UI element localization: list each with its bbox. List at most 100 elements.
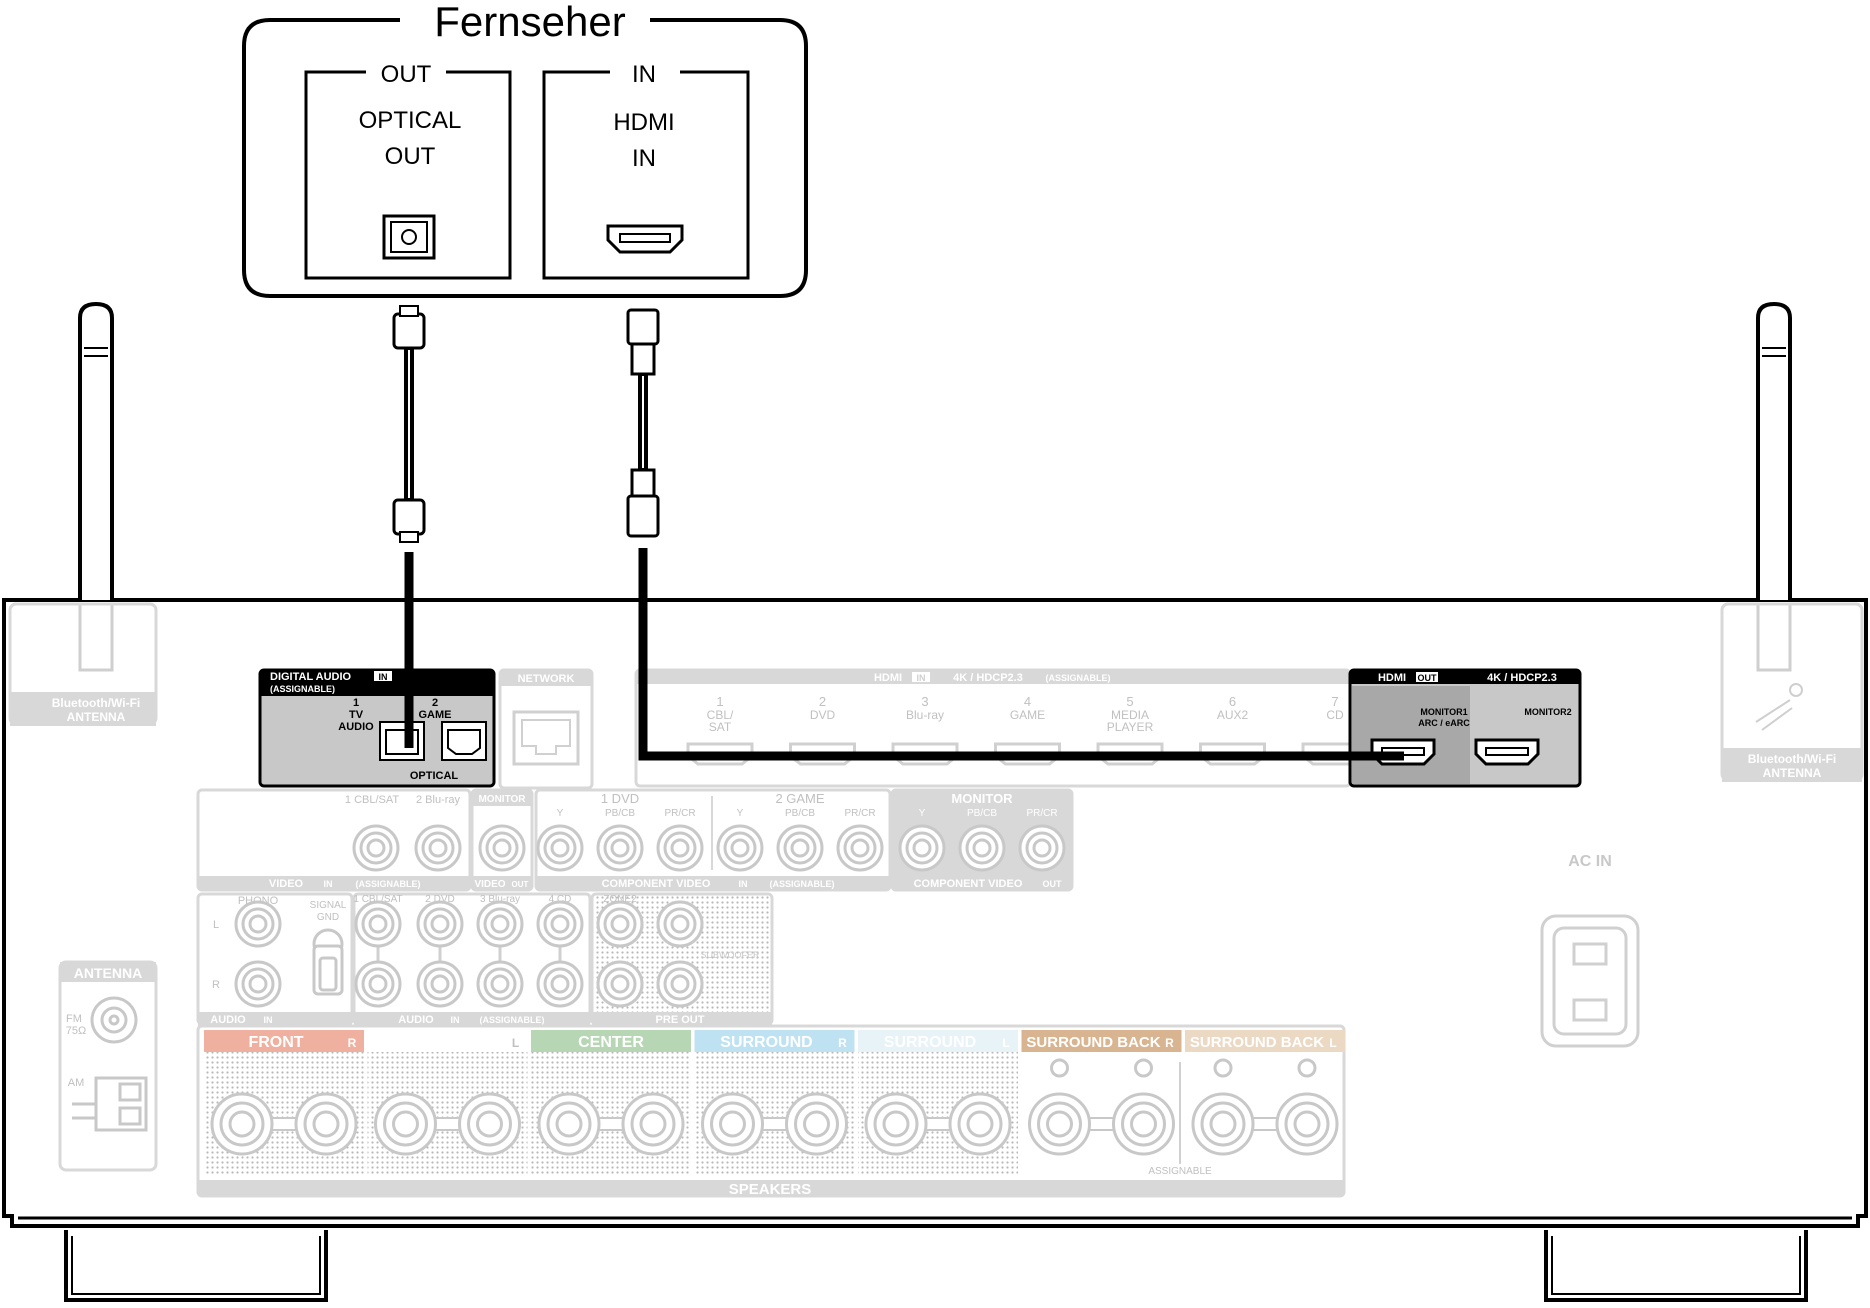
component-in-jack[interactable] (536, 824, 584, 872)
speaker-group-6-name: SURROUND BACK (1026, 1034, 1160, 1051)
optical-in-1-tv-audio-port[interactable] (379, 721, 425, 761)
audio-in-2-label: 2 DVD (425, 894, 454, 905)
am-antenna-terminal[interactable] (72, 1076, 148, 1132)
component-in-channel-label: PR/CR (664, 808, 695, 819)
speaker-4-plus-terminal[interactable] (701, 1092, 764, 1156)
speaker-2-minus-terminal[interactable] (458, 1092, 521, 1156)
component-in-channel-label: PR/CR (844, 808, 875, 819)
component-group-2: 2 GAME (775, 791, 824, 806)
antenna-right-label-2: ANTENNA (1763, 766, 1822, 780)
optical-footer: OPTICAL (410, 770, 459, 782)
speaker-group-5-name: SURROUND (884, 1034, 976, 1051)
speaker-3-minus-terminal[interactable] (621, 1092, 685, 1156)
component-out-jack[interactable] (898, 824, 946, 872)
audio-in-1-r-jack[interactable] (354, 960, 402, 1008)
audio-in-1-l-jack[interactable] (354, 900, 402, 948)
phono-footer: AUDIO (210, 1014, 246, 1026)
antenna-right: Bluetooth/Wi-Fi ANTENNA (1720, 301, 1864, 782)
video-in-2-jack[interactable] (414, 824, 462, 872)
zone2-l-jack[interactable] (596, 900, 644, 948)
antenna-terminal-block: ANTENNA FM 75Ω AM (58, 960, 158, 1172)
hdmi-out-spec: 4K / HDCP2.3 (1487, 672, 1557, 684)
optical-2-name: GAME (419, 709, 452, 721)
speaker-1-plus-terminal[interactable] (210, 1092, 274, 1156)
component-in-channel-label: PB/CB (785, 808, 815, 819)
tv-optical-out-port[interactable] (382, 214, 436, 260)
subwoofer-label: SUBWOOFER (700, 950, 760, 960)
speaker-6-minus-terminal[interactable] (1112, 1092, 1175, 1156)
optical-1-num: 1 (353, 697, 359, 709)
zone2-label: ZONE2 (603, 894, 637, 905)
audio-in-3-l-jack[interactable] (476, 900, 524, 948)
speaker-4-minus-terminal[interactable] (785, 1092, 848, 1156)
component-out-title: MONITOR (951, 791, 1013, 806)
digital-audio-title: DIGITAL AUDIO (270, 671, 352, 683)
speaker-group-1-side: R (348, 1036, 357, 1050)
hdmi-in-7-num: 7 (1331, 694, 1338, 709)
monitor1-label-1: MONITOR1 (1420, 707, 1467, 717)
hdmi-in-7-name: CD (1326, 708, 1344, 722)
audio-in-2-l-jack[interactable] (416, 900, 464, 948)
plus-icon (1050, 1058, 1069, 1078)
antenna-left: Bluetooth/Wi-Fi ANTENNA (8, 301, 158, 726)
ac-in-socket[interactable] (1540, 914, 1640, 1048)
speaker-5-minus-terminal[interactable] (948, 1092, 1012, 1156)
speaker-group-7-name: SURROUND BACK (1190, 1034, 1324, 1051)
network-panel: NETWORK (498, 668, 594, 790)
tv-optical-label-1: OPTICAL (359, 107, 462, 134)
component-in-jack[interactable] (716, 824, 764, 872)
subwoofer-2-jack[interactable] (656, 960, 704, 1008)
optical-in-2-game-port[interactable] (441, 721, 487, 761)
minus-icon (1297, 1058, 1317, 1078)
speakers-footer: SPEAKERS (729, 1181, 812, 1198)
phono-r-jack[interactable] (234, 960, 282, 1008)
video-in-footer-sub: (ASSIGNABLE) (356, 879, 421, 889)
video-in-2-label: 2 Blu-ray (416, 794, 461, 806)
audio-in-4-r-jack[interactable] (536, 960, 584, 1008)
speaker-3-plus-terminal[interactable] (537, 1092, 601, 1156)
optical-1-name-2: AUDIO (338, 721, 374, 733)
speaker-group-header (1185, 1030, 1345, 1052)
speaker-2-plus-terminal[interactable] (374, 1092, 437, 1156)
audio-in-3-r-jack[interactable] (476, 960, 524, 1008)
speaker-6-plus-terminal[interactable] (1028, 1092, 1091, 1156)
speaker-7-plus-terminal[interactable] (1191, 1092, 1255, 1156)
antenna-left-label-2: ANTENNA (67, 710, 126, 724)
tv-hdmi-label-2: IN (632, 145, 656, 172)
audio-in-3-label: 3 Blu-ray (480, 894, 520, 905)
zone2-r-jack[interactable] (596, 960, 644, 1008)
component-in-jack[interactable] (836, 824, 884, 872)
video-out-monitor-jack[interactable] (478, 824, 526, 872)
component-out-jack[interactable] (958, 824, 1006, 872)
phono-l-jack[interactable] (234, 900, 282, 948)
tv-hdmi-in-port[interactable] (606, 224, 684, 254)
component-in-jack[interactable] (656, 824, 704, 872)
signal-gnd-terminal[interactable] (312, 928, 344, 996)
component-out-channel-label: PR/CR (1026, 808, 1057, 819)
speaker-7-minus-terminal[interactable] (1275, 1092, 1339, 1156)
subwoofer-1-jack[interactable] (656, 900, 704, 948)
video-in-1-jack[interactable] (352, 824, 400, 872)
video-in-footer-badge: IN (324, 879, 333, 889)
network-port[interactable] (512, 710, 580, 766)
hdmi-in-6-num: 6 (1229, 694, 1236, 709)
fm-label-2: 75Ω (66, 1025, 86, 1037)
component-out-channel-label: PB/CB (967, 808, 997, 819)
audio-in-4-l-jack[interactable] (536, 900, 584, 948)
hdmi-cable (626, 308, 1404, 761)
hdmi-out-monitor2-port[interactable] (1474, 738, 1540, 766)
speaker-group-5-side: L (1002, 1036, 1009, 1050)
speaker-5-plus-terminal[interactable] (864, 1092, 928, 1156)
fm-antenna-jack[interactable] (90, 996, 138, 1044)
pre-out-panel: ZONE2 SUBWOOFER PRE OUT (590, 892, 774, 1026)
speaker-1-minus-terminal[interactable] (294, 1092, 358, 1156)
component-out-jack[interactable] (1018, 824, 1066, 872)
component-in-jack[interactable] (596, 824, 644, 872)
audio-in-2-r-jack[interactable] (416, 960, 464, 1008)
component-in-jack[interactable] (776, 824, 824, 872)
hdmi-in-1-name: CBL/ (707, 708, 734, 722)
hdmi-in-2-num: 2 (819, 694, 826, 709)
assignable-label: ASSIGNABLE (1148, 1166, 1212, 1177)
hdmi-in-5-name: MEDIA (1111, 708, 1149, 722)
